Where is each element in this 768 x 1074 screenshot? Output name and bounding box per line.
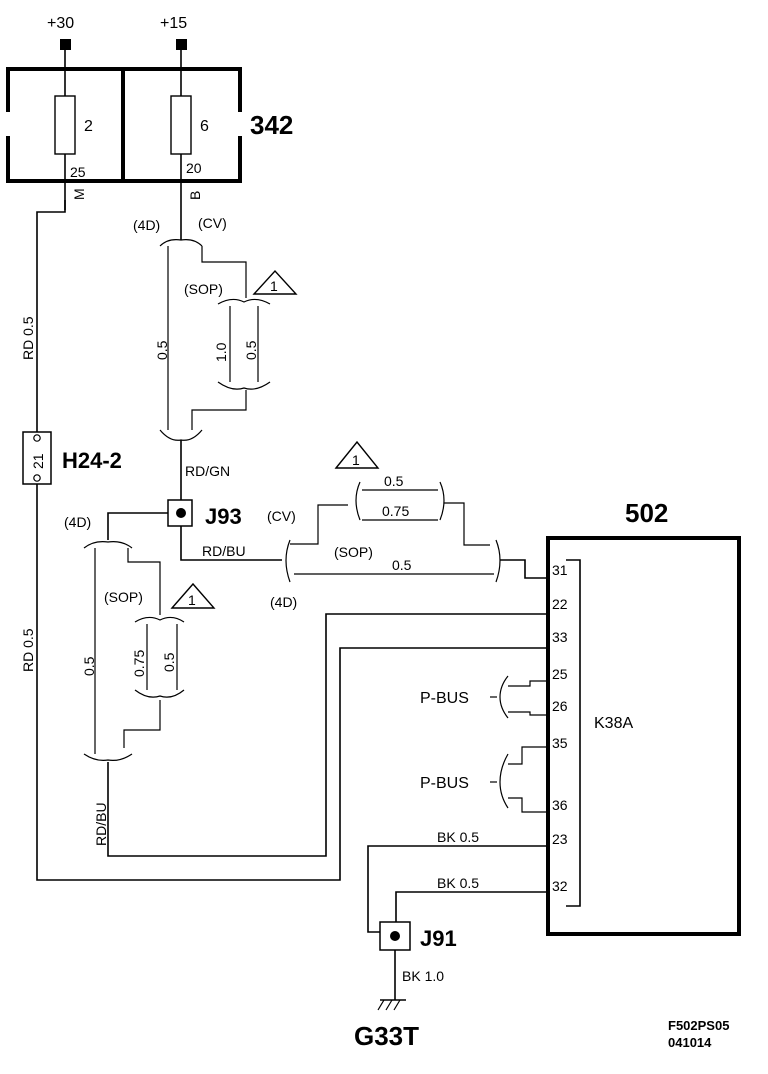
figure-date: 041014 <box>668 1035 712 1050</box>
wire-gauge-label: 0.75 <box>382 503 409 519</box>
fuse-2-label: 2 <box>84 118 93 135</box>
warning-triangle-icon: 1 <box>170 582 216 609</box>
wire-bk05-label: BK 0.5 <box>437 875 479 891</box>
wire-bk05-pin23 <box>367 845 548 933</box>
wire-bk05-pin32 <box>395 891 548 922</box>
warning-triangle-icon: 1 <box>252 269 298 295</box>
wire-rd-gn-label: RD/GN <box>185 463 230 479</box>
fuse-pin-25: 25 <box>70 164 86 180</box>
variant-block-lower: (4D) (SOP) 1 0.5 0.75 0.5 RD/BU <box>64 512 548 857</box>
wire-gauge-label: 0.5 <box>243 340 259 360</box>
fusebox-342: 2 6 25 20 M B 342 <box>6 50 293 240</box>
variant-block-upper: (4D) (CV) (SOP) 1 0.5 1.0 0.5 RD/GN <box>133 215 298 502</box>
pin-23: 23 <box>552 831 568 847</box>
fuse-6 <box>170 95 192 155</box>
wire-gauge-label: 0.5 <box>81 656 97 676</box>
module-502: 502 K38A 31 22 33 25 26 35 36 23 32 <box>546 498 741 936</box>
wire-rd05-lower-label: RD 0.5 <box>20 628 36 672</box>
pin-31: 31 <box>552 562 568 578</box>
connector-h24-2: 21 H24-2 <box>22 431 122 485</box>
pin-35: 35 <box>552 735 568 751</box>
module-pins: 31 22 33 25 26 35 36 23 32 <box>552 562 568 894</box>
pbus-group-lower: P-BUS <box>420 746 548 813</box>
fusebox-id: 342 <box>250 110 293 140</box>
wire-rd-bu-label: RD/BU <box>202 543 246 559</box>
wire-bk10-label: BK 1.0 <box>402 968 444 984</box>
pbus-label: P-BUS <box>420 775 469 792</box>
pin-22: 22 <box>552 596 568 612</box>
j91-label: J91 <box>420 926 457 951</box>
pin-33: 33 <box>552 629 568 645</box>
splice-j91: J91 <box>379 921 457 951</box>
terminal-plus15: +15 <box>160 15 187 50</box>
fuse-pin-20: 20 <box>186 160 202 176</box>
wire-bk05-label: BK 0.5 <box>437 829 479 845</box>
ground-id: G33T <box>354 1021 419 1051</box>
variant-sop-upper: (SOP) <box>184 281 223 297</box>
wire-rd-bu-label-lower: RD/BU <box>93 802 109 846</box>
terminal-plus30: +30 <box>47 15 74 50</box>
variant-block-right: (CV) (SOP) (4D) 0.5 0.75 0.5 1 <box>267 440 548 610</box>
warning-number: 1 <box>270 278 278 294</box>
variant-4d-lower: (4D) <box>64 514 91 530</box>
wire-rd05-lower <box>36 484 548 881</box>
terminal-plus30-label: +30 <box>47 15 74 32</box>
h24-label: H24-2 <box>62 448 122 473</box>
h24-pin-21: 21 <box>30 453 46 469</box>
pin-36: 36 <box>552 797 568 813</box>
connector-b-label: B <box>187 191 203 200</box>
terminal-plus15-label: +15 <box>160 15 187 32</box>
variant-4d-right: (4D) <box>270 594 297 610</box>
pbus-group-upper: P-BUS <box>420 675 548 719</box>
fuse-2 <box>54 95 76 155</box>
wire-gauge-label: 0.5 <box>154 340 170 360</box>
variant-4d-upper: (4D) <box>133 217 160 233</box>
wire-gauge-label: 1.0 <box>213 342 229 362</box>
variant-sop-lower: (SOP) <box>104 589 143 605</box>
j93-label: J93 <box>205 504 242 529</box>
warning-triangle-icon: 1 <box>334 440 380 469</box>
wire-gauge-label: 0.5 <box>161 652 177 672</box>
pin-32: 32 <box>552 878 568 894</box>
connector-m-label: M <box>71 188 87 200</box>
wire-rd05-upper-label: RD 0.5 <box>20 316 36 360</box>
wire-rd05-upper <box>36 200 66 432</box>
wire-gauge-label: 0.5 <box>384 473 404 489</box>
variant-sop-right: (SOP) <box>334 544 373 560</box>
wire-rd-bu <box>180 526 282 561</box>
wire-gauge-label: 0.75 <box>131 650 147 677</box>
pbus-label: P-BUS <box>420 690 469 707</box>
module-id: 502 <box>625 498 668 528</box>
ground-icon <box>377 999 406 1011</box>
warning-number: 1 <box>352 452 360 468</box>
pin-25: 25 <box>552 666 568 682</box>
fuse-6-label: 6 <box>200 118 209 135</box>
wire-gauge-label: 0.5 <box>392 557 412 573</box>
warning-number: 1 <box>188 592 196 608</box>
pin-26: 26 <box>552 698 568 714</box>
figure-code: F502PS05 <box>668 1018 729 1033</box>
splice-j93: J93 <box>167 499 242 529</box>
variant-cv-right: (CV) <box>267 508 296 524</box>
module-connector-label: K38A <box>594 715 633 732</box>
variant-cv-upper: (CV) <box>198 215 227 231</box>
